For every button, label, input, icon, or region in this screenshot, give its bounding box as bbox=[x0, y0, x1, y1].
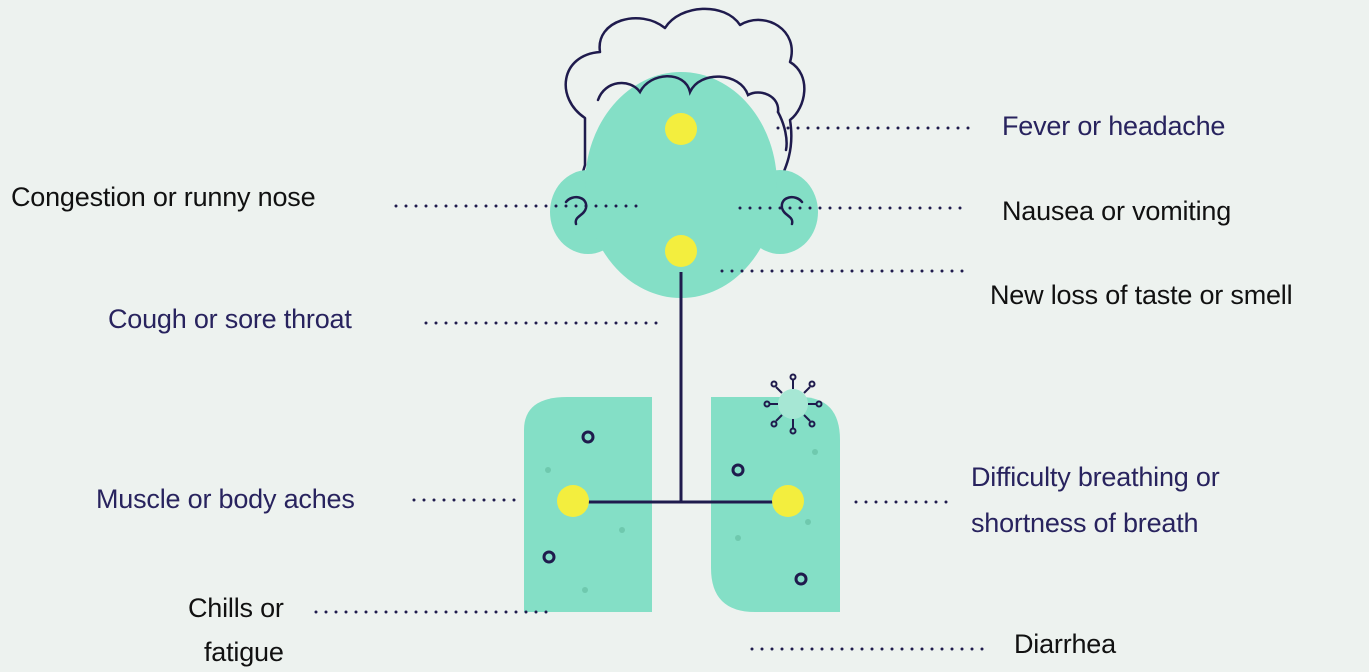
label-taste: New loss of taste or smell bbox=[990, 280, 1293, 310]
marker-lung-right bbox=[772, 485, 804, 517]
virus-icon bbox=[763, 373, 823, 435]
head bbox=[585, 72, 777, 298]
hair-side-right bbox=[776, 110, 788, 152]
hair-front bbox=[596, 75, 780, 114]
label-chills-line2: fatigue bbox=[204, 637, 284, 667]
label-congestion: Congestion or runny nose bbox=[11, 182, 316, 212]
label-chills-line1: Chills or bbox=[188, 593, 284, 623]
label-breathing-line2: shortness of breath bbox=[971, 508, 1199, 538]
label-diarrhea: Diarrhea bbox=[1014, 629, 1116, 659]
ear-swirl-right bbox=[780, 195, 804, 226]
label-fever: Fever or headache bbox=[1002, 111, 1226, 141]
ear-swirl-left bbox=[564, 195, 588, 226]
marker-chin bbox=[665, 235, 697, 267]
label-muscle: Muscle or body aches bbox=[96, 484, 355, 514]
label-breathing-line1: Difficulty breathing or bbox=[971, 462, 1220, 492]
label-cough: Cough or sore throat bbox=[108, 304, 352, 334]
marker-forehead bbox=[665, 113, 697, 145]
marker-lung-left bbox=[557, 485, 589, 517]
label-nausea: Nausea or vomiting bbox=[1002, 196, 1232, 226]
